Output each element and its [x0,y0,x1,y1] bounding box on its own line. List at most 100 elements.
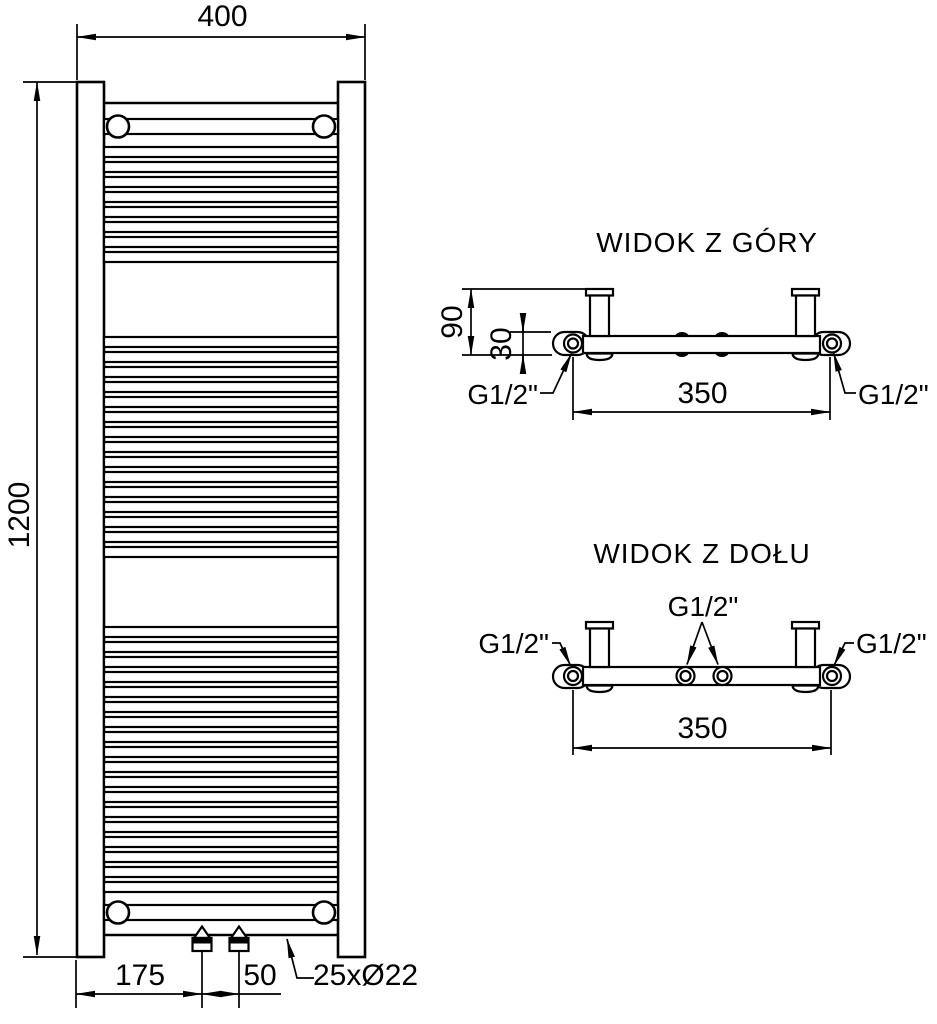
dim-1200 [23,81,105,958]
radiator-rung [102,145,340,159]
collector-bar [581,665,822,687]
top-view [462,287,856,420]
dim-label-1200: 1200 [3,481,36,549]
front-view [23,24,367,1008]
right-wall-bracket [794,627,817,669]
leader-g12-top-right [832,351,856,394]
bottom-bracket-rung [102,903,340,922]
radiator-rung [102,190,340,204]
radiator-rung [102,220,340,234]
leader-g12-bottom-left [552,642,572,667]
radiator-rung [102,880,340,894]
dim-30 [510,312,551,375]
connection-label-top-left: G1/2" [467,379,538,410]
radiator-rung [102,380,340,394]
top-bracket-rung [102,117,340,136]
tube-spec-label: 25xØ22 [313,959,419,992]
wall-bracket-bottom-right [311,900,337,925]
dim-label-50: 50 [243,959,277,992]
radiator-rung [102,500,340,514]
radiator-rung [102,440,340,454]
radiator-rung [102,640,340,654]
wall-bracket-bottom-left [105,900,131,925]
radiator-rung [102,455,340,469]
wall-bracket-top-left [105,114,131,139]
radiator-rung [102,685,340,699]
leader-g12-center-left [686,621,703,666]
connection-label-bottom-right: G1/2" [856,628,927,659]
radiator-rung [102,820,340,834]
dim-label-400: 400 [197,0,248,33]
radiator-rung [102,250,340,264]
left-bracket-foot [585,684,614,694]
radiator-rung [102,790,340,804]
hidden-connection-mark [675,332,689,337]
radiator-rung [102,670,340,684]
leader-tube-spec [286,938,314,979]
dim-label-30: 30 [485,327,518,361]
radiator-rung [102,730,340,744]
hidden-connection-mark [715,352,729,357]
dim-label-350-top: 350 [677,377,728,410]
radiator-rung [102,835,340,849]
radiator-rung [102,425,340,439]
radiator-rung [102,335,340,349]
connection-label-bottom-left: G1/2" [478,628,549,659]
radiator-rung [102,410,340,424]
radiator-rung [102,160,340,174]
radiator-rung [102,515,340,529]
left-wall-bracket [588,627,611,669]
leader-g12-center-right [701,621,719,666]
right-collector-tube [336,80,367,959]
dim-90 [462,288,586,356]
hidden-connection-mark [675,352,689,357]
radiator-rung [102,805,340,819]
radiator-rung [102,485,340,499]
radiator-rung [102,775,340,789]
radiator-rung [102,205,340,219]
wall-bracket-top-right [311,114,337,139]
right-bracket-foot [791,352,820,362]
right-wall-bracket [794,294,817,338]
dim-label-350-bottom: 350 [677,712,728,745]
dim-400 [76,24,366,80]
radiator-rung [102,350,340,364]
radiator-rung [102,395,340,409]
radiator-rung [102,625,340,639]
radiator-rung [102,760,340,774]
radiator-rung [102,850,340,864]
hidden-connection-mark [715,332,729,337]
left-valve-connection [191,924,213,953]
leader-g12-top-left [540,352,573,394]
radiator-rung [102,700,340,714]
connection-label-top-right: G1/2" [858,379,929,410]
dim-label-90: 90 [436,305,469,339]
top-view-title: WIDOK Z GÓRY [596,227,818,258]
bottom-view [551,620,854,755]
radiator-rung [102,530,340,544]
radiator-rung [102,865,340,879]
radiator-rung [102,655,340,669]
collector-bar [581,334,822,355]
bottom-view-title: WIDOK Z DOŁU [593,538,811,569]
radiator-rung [102,470,340,484]
radiator-rung [102,545,340,559]
right-valve-connection [228,924,250,953]
radiator-rung [102,235,340,249]
dim-label-175: 175 [114,959,166,992]
left-collector-tube [75,80,106,959]
left-bracket-foot [585,352,614,362]
dim-350-top [572,357,831,420]
radiator-rungs [102,145,340,894]
left-wall-bracket [588,294,611,338]
right-bracket-foot [791,684,820,694]
connection-label-bottom-center: G1/2" [667,591,739,622]
radiator-rung [102,175,340,189]
radiator-rung [102,745,340,759]
leader-g12-bottom-right [833,642,854,667]
dim-175-50 [75,951,281,1008]
radiator-rung [102,715,340,729]
radiator-rung [102,365,340,379]
